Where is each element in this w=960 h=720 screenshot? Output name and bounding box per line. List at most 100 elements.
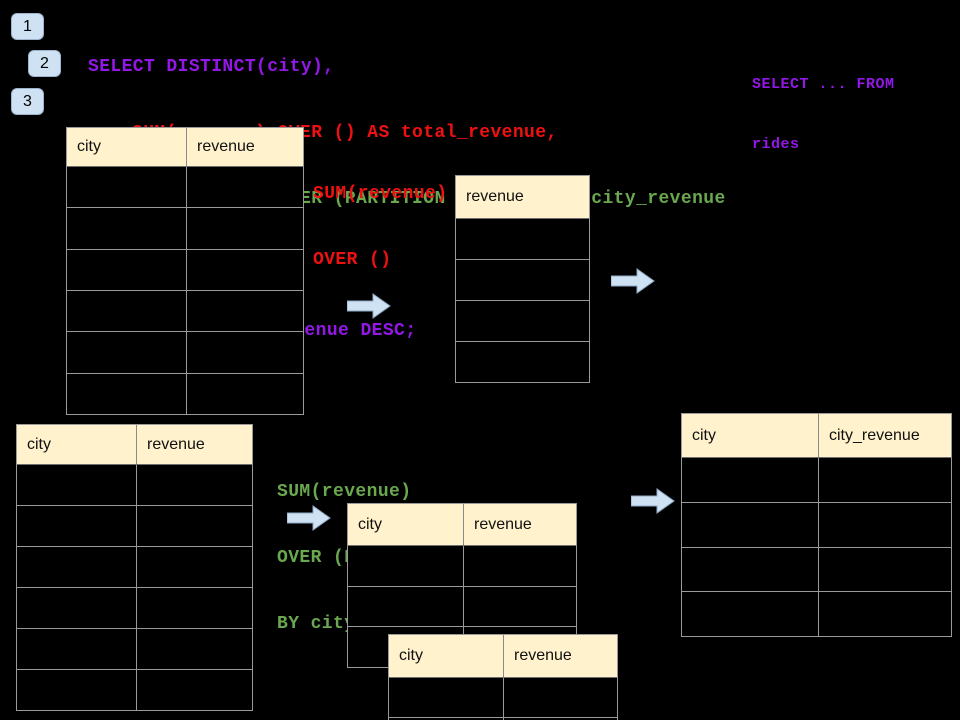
column-header-revenue: revenue	[503, 635, 617, 677]
table-cell	[136, 670, 252, 710]
table-cell	[17, 547, 136, 587]
column-header-revenue: revenue	[186, 128, 303, 166]
table-row	[67, 332, 303, 374]
table-cell	[136, 588, 252, 628]
table-row	[389, 678, 617, 718]
table-cell	[67, 374, 186, 414]
table-row	[456, 301, 589, 342]
table-row	[348, 546, 576, 587]
table-cell	[456, 219, 589, 259]
right-arrow-shape	[631, 488, 675, 514]
table-cell	[67, 332, 186, 372]
table-row	[17, 629, 252, 670]
table-row	[67, 373, 303, 414]
table-cell	[136, 506, 252, 546]
table-partition-overlay-header: city revenue	[389, 635, 617, 678]
table-cell	[503, 678, 617, 717]
table-cell	[456, 301, 589, 341]
table-cell	[682, 503, 818, 547]
table-cell	[67, 291, 186, 331]
step-badge-1: 1	[11, 13, 44, 40]
column-header-city: city	[27, 435, 51, 453]
table-cell	[682, 458, 818, 502]
table-cell	[67, 208, 186, 248]
table-row	[348, 586, 576, 628]
table-row	[17, 506, 252, 547]
table-cell	[186, 332, 303, 373]
column-header-city: city	[358, 515, 382, 533]
side-note-select-from-rides: SELECT ... FROM rides	[752, 35, 895, 195]
right-arrow-shape	[347, 293, 391, 319]
table-final-result: city city_revenue	[681, 413, 952, 637]
table-cell	[682, 592, 818, 636]
table-row	[17, 547, 252, 588]
table-row	[67, 167, 303, 209]
table-cell	[186, 208, 303, 249]
table-cell	[503, 718, 617, 720]
right-arrow-icon	[287, 505, 331, 531]
column-header-city: city	[399, 647, 423, 664]
column-header-city: city	[77, 138, 101, 155]
column-header-city: city	[692, 426, 716, 444]
table-row	[456, 342, 589, 382]
table-source-bottom-header: city revenue	[17, 425, 252, 465]
table-final-result-header: city city_revenue	[682, 414, 951, 458]
side-note-line-2: rides	[752, 136, 800, 153]
partition-annotation-line-1: SUM(revenue)	[277, 482, 412, 502]
table-cell	[186, 373, 303, 414]
table-cell	[682, 548, 818, 592]
table-total-result: revenue	[455, 175, 590, 383]
table-cell	[17, 506, 136, 546]
step-badge-3: 3	[11, 88, 44, 115]
table-cell	[818, 592, 951, 636]
side-note-line-1: SELECT ... FROM	[752, 76, 895, 93]
table-cell	[456, 342, 589, 382]
table-partition-input-header: city revenue	[348, 504, 576, 546]
table-row	[389, 718, 617, 720]
column-header-revenue: revenue	[136, 425, 252, 464]
column-header-revenue: revenue	[463, 504, 576, 545]
table-source-top-header: city revenue	[67, 128, 303, 167]
table-cell	[389, 678, 503, 717]
table-row	[17, 670, 252, 710]
table-cell	[67, 167, 186, 207]
table-row	[67, 249, 303, 291]
right-arrow-icon	[631, 488, 675, 514]
table-row	[456, 219, 589, 260]
table-cell	[67, 250, 186, 290]
table-cell	[17, 465, 136, 505]
table-cell	[818, 547, 951, 592]
table-partition-overlay: city revenue	[388, 634, 618, 720]
table-row	[682, 458, 951, 503]
table-total-result-header: revenue	[456, 176, 589, 219]
table-row	[682, 547, 951, 593]
table-cell	[463, 546, 576, 586]
table-row	[17, 588, 252, 629]
table-cell	[456, 260, 589, 300]
table-cell	[17, 588, 136, 628]
table-row	[456, 260, 589, 301]
right-arrow-shape	[287, 505, 331, 531]
table-row	[67, 290, 303, 333]
table-cell	[818, 458, 951, 502]
table-cell	[17, 670, 136, 710]
table-row	[682, 592, 951, 636]
table-source-bottom: city revenue	[16, 424, 253, 711]
table-cell	[186, 290, 303, 332]
table-cell	[348, 587, 463, 627]
step-badge-2: 2	[28, 50, 61, 77]
table-row	[682, 502, 951, 548]
column-header-city-revenue: city_revenue	[818, 414, 951, 457]
total-revenue-annotation: SUM(revenue) OVER ()	[313, 139, 447, 315]
table-source-top: city revenue	[66, 127, 304, 415]
table-cell	[186, 249, 303, 290]
table-row	[17, 465, 252, 506]
table-cell	[136, 547, 252, 587]
total-annotation-line-2: OVER ()	[313, 250, 392, 270]
right-arrow-icon	[611, 268, 655, 294]
table-cell	[186, 167, 303, 208]
table-cell	[818, 502, 951, 547]
sql-line-select: SELECT DISTINCT(city),	[88, 57, 335, 77]
table-cell	[17, 629, 136, 669]
